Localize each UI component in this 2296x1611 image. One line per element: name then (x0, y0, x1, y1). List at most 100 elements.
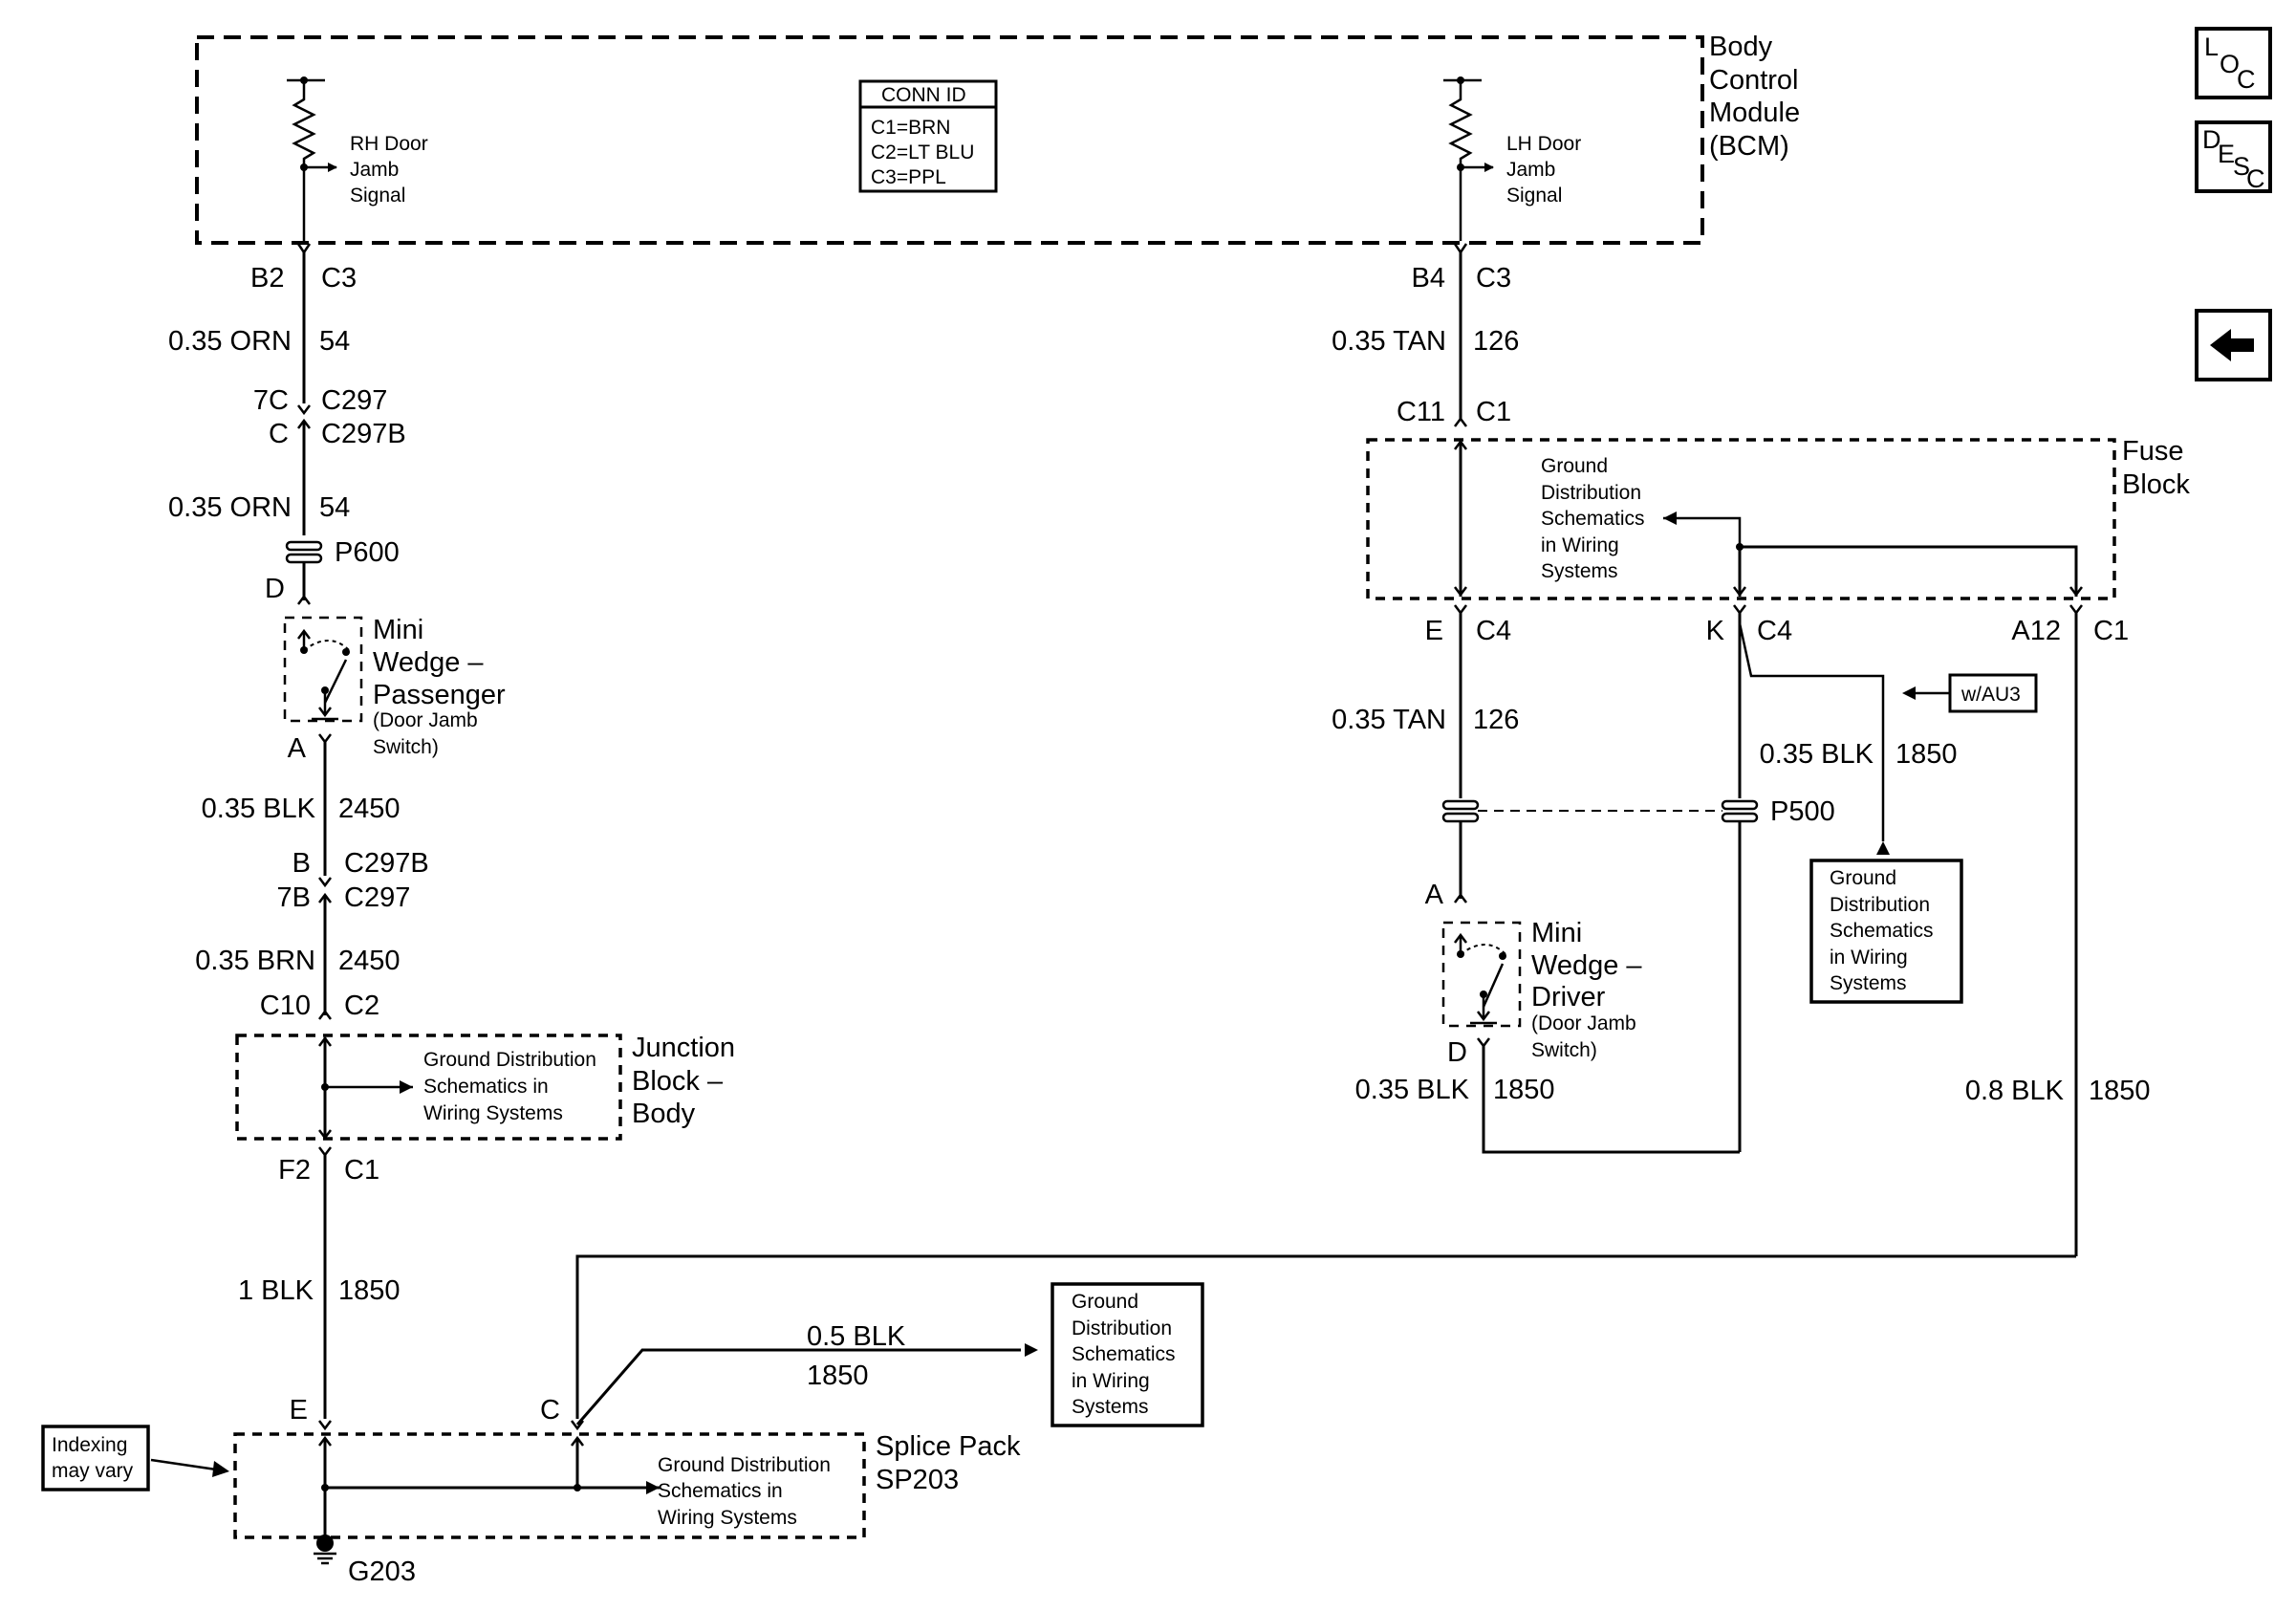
svg-text:Switch): Switch) (373, 736, 439, 758)
loc-button[interactable]: L O C (2195, 27, 2272, 99)
svg-text:L: L (2204, 33, 2219, 61)
right-wire-3-label: 0.35 BLK 1850 (1355, 1075, 1555, 1105)
svg-text:Fuse: Fuse (2122, 436, 2183, 467)
ground-g203-label: G203 (348, 1557, 416, 1587)
svg-text:(Door Jamb: (Door Jamb (1531, 1012, 1636, 1034)
splice-ground-box: Ground Distribution Schematics in Wiring… (1051, 1282, 1204, 1427)
back-button[interactable] (2195, 309, 2272, 381)
bcm-outline (195, 35, 1704, 245)
option-au3-box: w/AU3 (1902, 673, 2038, 713)
svg-text:Wiring Systems: Wiring Systems (423, 1102, 563, 1124)
svg-text:0.35 BLK: 0.35 BLK (1355, 1075, 1470, 1105)
svg-text:C2=LT BLU: C2=LT BLU (871, 142, 974, 163)
svg-text:w/AU3: w/AU3 (1960, 684, 2021, 706)
svg-text:Jamb: Jamb (1506, 159, 1555, 181)
svg-text:F2: F2 (278, 1155, 311, 1186)
splice-pack-label: Splice Pack SP203 (876, 1431, 1021, 1495)
svg-text:54: 54 (319, 492, 350, 523)
svg-text:0.35 ORN: 0.35 ORN (168, 492, 292, 523)
right-wire-2-label: 0.35 TAN 126 (1332, 705, 1519, 735)
svg-text:1850: 1850 (2089, 1076, 2151, 1106)
svg-text:0.35 ORN: 0.35 ORN (168, 326, 292, 357)
svg-text:2450: 2450 (338, 946, 401, 976)
svg-text:Mini: Mini (373, 615, 423, 645)
svg-text:E: E (2218, 140, 2235, 168)
svg-text:Ground: Ground (1072, 1291, 1138, 1313)
svg-text:Systems: Systems (1072, 1396, 1149, 1418)
svg-text:Indexing: Indexing (52, 1434, 127, 1456)
left-wire-4-label: 0.35 BRN 2450 (195, 946, 400, 976)
right-pin-b4: B4 C3 (1412, 263, 1512, 294)
left-c297-bottom: B C297B 7B C297 (277, 848, 429, 913)
svg-text:Schematics in: Schematics in (423, 1076, 549, 1098)
junction-block-label: Junction Block – Body (632, 1033, 735, 1129)
svg-text:Ground: Ground (1541, 455, 1608, 477)
driver-switch-label: Mini Wedge – Driver (Door Jamb Switch) (1531, 918, 1642, 1061)
svg-text:0.35 BLK: 0.35 BLK (1760, 739, 1874, 770)
svg-text:Splice Pack: Splice Pack (876, 1431, 1021, 1462)
svg-text:C4: C4 (1476, 616, 1511, 646)
splice-ground-text: Ground Distribution Schematics in Wiring… (658, 1454, 831, 1529)
svg-text:C1: C1 (344, 1155, 379, 1186)
desc-button[interactable]: D E S C (2195, 120, 2272, 193)
svg-text:E: E (1425, 616, 1443, 646)
svg-text:1850: 1850 (338, 1275, 401, 1306)
p600-label: P600 (335, 537, 400, 568)
svg-text:S: S (2233, 152, 2250, 181)
fb-pin-e: E C4 (1425, 604, 1511, 646)
right-ground-box: Ground Distribution Schematics in Wiring… (1809, 859, 1963, 1004)
fuse-block-outline (1366, 438, 2116, 600)
jb-pin-top: C10 C2 (260, 991, 379, 1021)
svg-text:Switch): Switch) (1531, 1039, 1597, 1061)
fuse-block-internals (1454, 439, 2083, 598)
svg-text:1 BLK: 1 BLK (238, 1275, 314, 1306)
svg-text:RH Door: RH Door (350, 133, 428, 155)
svg-text:Distribution: Distribution (1830, 894, 1930, 916)
svg-text:C2: C2 (344, 991, 379, 1021)
svg-text:Wiring Systems: Wiring Systems (658, 1507, 797, 1529)
svg-text:Control: Control (1709, 65, 1799, 96)
svg-text:in Wiring: in Wiring (1541, 534, 1619, 556)
left-pin-b2: B2 C3 (250, 263, 357, 294)
svg-text:D: D (2202, 125, 2221, 154)
svg-text:C1=BRN: C1=BRN (871, 117, 950, 139)
svg-text:Body: Body (1709, 32, 1773, 62)
svg-text:O: O (2220, 50, 2240, 78)
jb-ground-text: Ground Distribution Schematics in Wiring… (423, 1049, 596, 1124)
svg-text:C3: C3 (321, 263, 357, 294)
svg-text:Mini: Mini (1531, 918, 1582, 948)
svg-text:Schematics: Schematics (1072, 1343, 1176, 1365)
svg-text:Schematics: Schematics (1541, 508, 1645, 530)
fb-pin-top: C11 C1 (1397, 397, 1511, 427)
svg-text:may vary: may vary (52, 1460, 134, 1482)
fb-pin-k: K C4 (1706, 604, 1792, 646)
indexing-note: Indexing may vary (41, 1425, 229, 1491)
left-wire-2-label: 0.35 ORN 54 (168, 492, 350, 523)
svg-text:C297: C297 (344, 882, 410, 913)
passenger-door-switch (283, 616, 363, 723)
svg-text:Schematics: Schematics (1830, 920, 1934, 942)
splice-pin-e: E (290, 1395, 308, 1426)
svg-text:C297: C297 (321, 385, 387, 416)
ground-g203-symbol (314, 1535, 336, 1565)
right-pin-d: D (1447, 1037, 1467, 1068)
svg-text:54: 54 (319, 326, 350, 357)
left-wires (285, 243, 323, 605)
svg-text:126: 126 (1473, 326, 1519, 357)
svg-text:C1: C1 (2093, 616, 2129, 646)
svg-text:0.35 TAN: 0.35 TAN (1332, 705, 1446, 735)
right-wire-a12-label: 0.8 BLK 1850 (1965, 1076, 2151, 1106)
svg-text:C3: C3 (1476, 263, 1511, 294)
right-wires-top (1453, 243, 1468, 427)
lh-signal-label: LH Door Jamb Signal (1506, 133, 1581, 207)
svg-text:C3=PPL: C3=PPL (871, 166, 946, 188)
svg-text:C297B: C297B (321, 419, 406, 449)
svg-text:2450: 2450 (338, 794, 401, 824)
svg-text:SP203: SP203 (876, 1465, 959, 1495)
rh-signal-label: RH Door Jamb Signal (350, 133, 428, 207)
svg-text:1850: 1850 (1895, 739, 1958, 770)
lh-pullup-resistor (1443, 76, 1494, 241)
svg-text:0.35 TAN: 0.35 TAN (1332, 326, 1446, 357)
arrow-left-icon (2210, 329, 2254, 361)
